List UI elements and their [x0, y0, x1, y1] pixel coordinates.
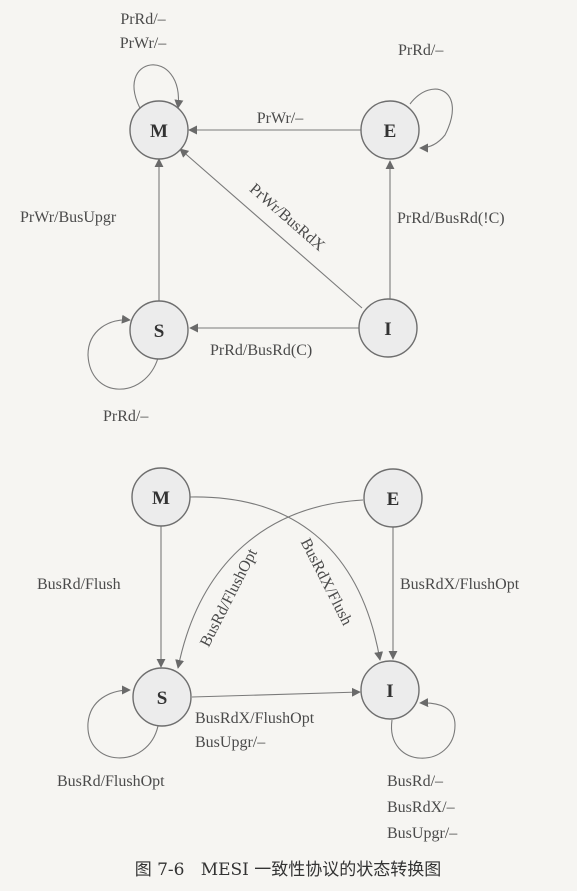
edge-i-to-m: [179, 148, 363, 309]
state-s-top-label: S: [154, 321, 165, 342]
edge-e-to-s-bus: [175, 499, 364, 669]
label-s-to-m: PrWr/BusUpgr: [20, 209, 117, 226]
edge-e-self-loop: [409, 88, 453, 153]
state-i-top: I: [358, 298, 418, 358]
edge-s-self-loop-bus: [87, 685, 159, 759]
label-e-to-i-bus: BusRdX/FlushOpt: [400, 576, 520, 593]
state-i-bus-label: I: [386, 681, 393, 702]
label-s-to-i-bus-2: BusUpgr/–: [195, 734, 266, 751]
label-s-self-bus: BusRd/FlushOpt: [57, 773, 165, 790]
label-s-to-i-bus-1: BusRdX/FlushOpt: [195, 710, 315, 727]
label-i-self-bus-1: BusRd/–: [387, 773, 444, 790]
label-i-to-s: PrRd/BusRd(C): [210, 342, 312, 359]
state-s-bus: S: [132, 667, 192, 727]
bus-transitions-diagram: M E S I BusRd/Flush BusRd/FlushOpt BusRd…: [37, 467, 520, 842]
label-i-self-bus-2: BusRdX/–: [387, 799, 456, 816]
label-m-self-prwr: PrWr/–: [120, 35, 167, 52]
label-s-self: PrRd/–: [103, 408, 149, 425]
processor-transitions-diagram: M E S I PrRd/– PrWr/– PrRd/– PrWr/– PrWr…: [20, 11, 505, 425]
label-i-self-bus-3: BusUpgr/–: [387, 825, 458, 842]
state-i-bus: I: [360, 660, 420, 720]
state-s-bus-label: S: [157, 688, 168, 709]
label-e-self: PrRd/–: [398, 42, 444, 59]
state-i-top-label: I: [384, 319, 391, 340]
edge-s-self-loop: [87, 314, 159, 390]
edge-s-to-i-bus: [191, 687, 361, 698]
state-m-bus: M: [131, 467, 191, 527]
state-m-top-label: M: [150, 121, 168, 142]
state-e-bus-label: E: [387, 489, 400, 510]
state-s-top: S: [129, 300, 189, 360]
state-m-top: M: [129, 100, 189, 160]
edge-m-to-i-bus: [189, 496, 384, 661]
label-m-to-s-bus: BusRd/Flush: [37, 576, 121, 593]
label-e-to-s-bus: BusRd/FlushOpt: [197, 546, 261, 650]
label-e-to-m: PrWr/–: [257, 110, 304, 127]
state-e-top-label: E: [384, 121, 397, 142]
state-e-top: E: [360, 100, 420, 160]
figure-caption: 图 7-6 MESI 一致性协议的状态转换图: [135, 860, 442, 880]
edge-i-self-loop-bus: [391, 698, 456, 759]
state-m-bus-label: M: [152, 488, 170, 509]
edge-m-self-loop: [133, 64, 184, 113]
label-m-to-i-bus: BusRdX/Flush: [297, 536, 355, 628]
label-m-self-prrd: PrRd/–: [120, 11, 166, 28]
state-e-bus: E: [363, 468, 423, 528]
label-i-to-e: PrRd/BusRd(!C): [397, 210, 505, 227]
